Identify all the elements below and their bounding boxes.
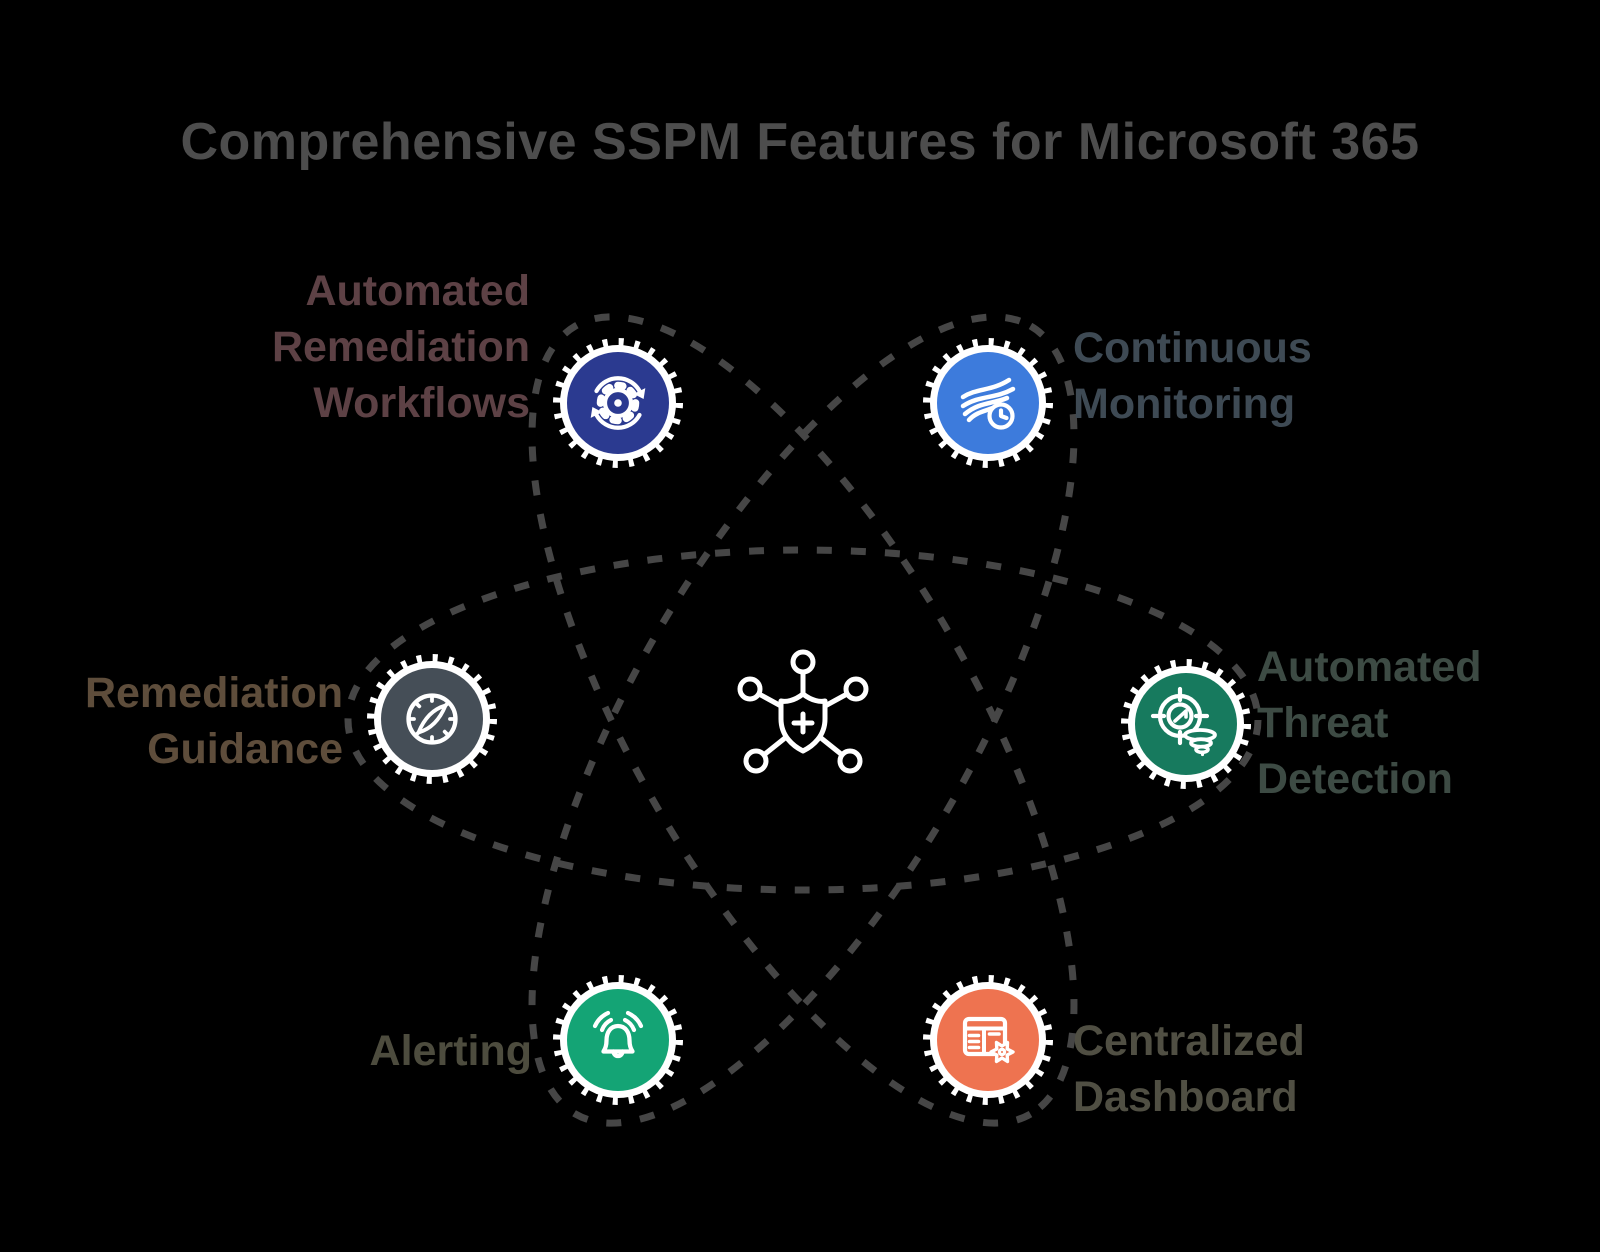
dashboard-gear-icon [962, 1016, 1015, 1064]
node-label-automated-remediation-workflows: Automated Remediation Workflows [271, 267, 530, 427]
node-halo [923, 338, 1053, 468]
connector-ellipse-horizontal [344, 546, 1262, 894]
node-label-alerting: Alerting [369, 1027, 532, 1075]
flow-clock-icon [960, 377, 1016, 430]
node-automated-threat-detection [1121, 659, 1251, 789]
compass-icon [406, 693, 458, 745]
node-halo [553, 975, 683, 1105]
page-title: Comprehensive SSPM Features for Microsof… [180, 113, 1420, 171]
node-continuous-monitoring [923, 338, 1053, 468]
node-halo [367, 654, 497, 784]
node-label-remediation-guidance: Remediation Guidance [84, 669, 343, 773]
connector-ellipse-diagonal-right [528, 313, 1078, 1127]
alert-bell-icon [592, 1010, 644, 1059]
node-centralized-dashboard [923, 975, 1053, 1105]
node-halo [1121, 659, 1251, 789]
node-label-continuous-monitoring: Continuous Monitoring [1073, 324, 1312, 428]
node-label-automated-threat-detection: Automated Threat Detection [1257, 643, 1482, 803]
node-automated-remediation-workflows [553, 338, 683, 468]
node-alerting [553, 975, 683, 1105]
node-halo [923, 975, 1053, 1105]
node-halo [553, 338, 683, 468]
node-circle [381, 668, 483, 770]
node-label-centralized-dashboard: Centralized Dashboard [1073, 1017, 1305, 1121]
node-remediation-guidance [367, 654, 497, 784]
node-circle [567, 989, 669, 1091]
connector-ellipse-diagonal-left [528, 313, 1078, 1127]
sync-gear-icon [590, 376, 646, 430]
connector-ellipses [344, 313, 1262, 1127]
node-circle [937, 989, 1039, 1091]
shield-network-icon [737, 649, 869, 774]
target-funnel-icon [1150, 686, 1217, 757]
